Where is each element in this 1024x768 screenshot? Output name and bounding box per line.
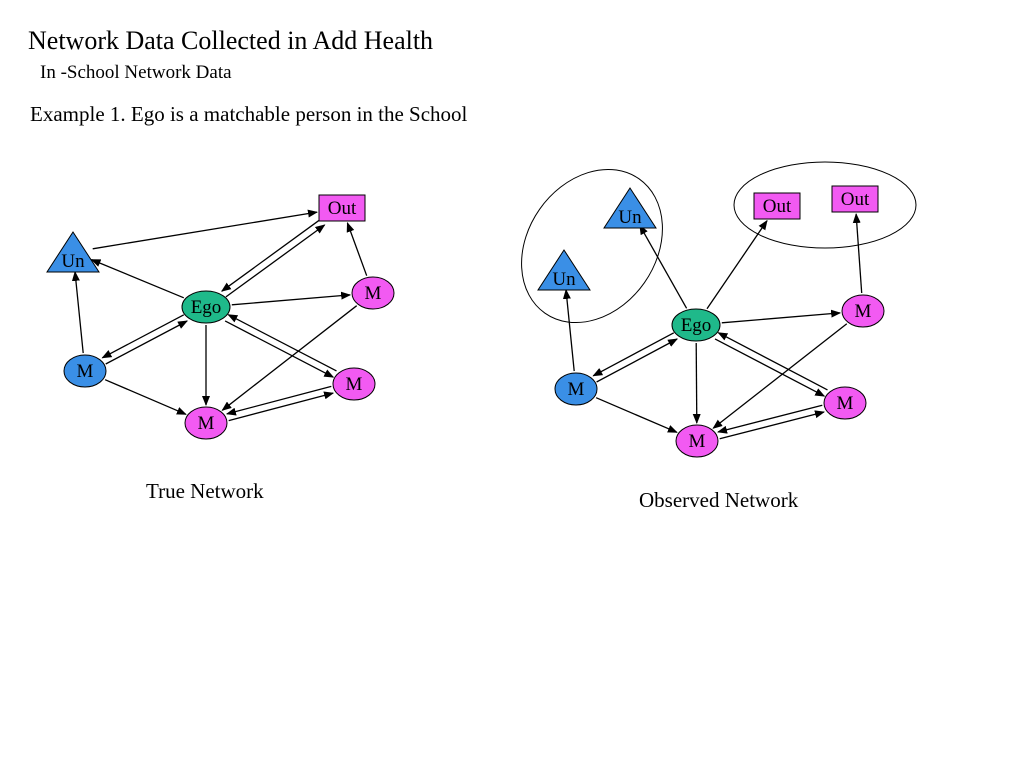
node-m_bottom_right: M [332, 367, 376, 401]
edge-ego-to-m_right [231, 291, 352, 306]
example-description: Example 1. Ego is a matchable person in … [30, 102, 468, 126]
node-un: Un [46, 231, 100, 273]
edge-layer [562, 213, 863, 440]
node-m_bottom-label: M [689, 431, 706, 452]
node-out_right-label: Out [841, 189, 870, 210]
node-m_bottom_right-label: M [346, 374, 363, 395]
observed-network-caption: Observed Network [639, 488, 799, 512]
edge-m_right-to-out_right [852, 213, 863, 294]
node-m_right: M [841, 294, 885, 328]
node-m_bottom: M [675, 424, 719, 458]
node-ego-label: Ego [191, 297, 222, 318]
edge-m_bottom_right-to-ego [717, 332, 828, 391]
edge-m_right-to-out [346, 221, 368, 276]
node-m_left: M [63, 354, 107, 388]
edge-m_bottom-to-m_bottom_right [228, 391, 335, 422]
edge-m_bottom-to-m_bottom_right [719, 410, 825, 440]
node-un_top-shape [603, 187, 657, 229]
edge-m_right-to-m_bottom [221, 305, 358, 411]
node-m_bottom-shape [675, 424, 719, 458]
edge-m_left-to-ego [596, 338, 678, 383]
node-ego-label: Ego [681, 315, 712, 336]
unmatchable-group-outline [521, 168, 663, 324]
node-m_bottom_right: M [823, 386, 867, 420]
node-m_bottom_right-label: M [837, 393, 854, 414]
edge-m_left-to-m_bottom [595, 397, 678, 433]
node-un_top: Un [603, 187, 657, 229]
edge-ego-to-m_bottom_right [224, 320, 335, 378]
node-m_right-shape [841, 294, 885, 328]
node-m_left-label: M [568, 379, 585, 400]
edge-ego-to-m_left [592, 332, 675, 377]
edge-m_bottom_right-to-m_bottom [225, 385, 332, 416]
node-out_left-label: Out [763, 196, 792, 217]
node-out_left-shape [753, 192, 801, 220]
node-m_right-label: M [365, 283, 382, 304]
edge-m_left-to-un_left [562, 288, 575, 372]
node-out_right-shape [831, 185, 879, 213]
node-un-label: Un [61, 251, 85, 272]
node-m_left-shape [554, 372, 598, 406]
edge-ego-to-m_bottom [692, 342, 701, 424]
edge-un-to-out [92, 209, 318, 250]
edge-ego-to-un_top [639, 224, 688, 309]
edge-ego-to-m_bottom_right [714, 338, 826, 397]
node-m_bottom_right-shape [823, 386, 867, 420]
node-out_right: Out [831, 185, 879, 213]
edge-ego-to-out_left [706, 219, 768, 310]
outside-group-outline [733, 161, 917, 249]
node-un_left: Un [537, 249, 591, 291]
edge-m_left-to-m_bottom [104, 379, 187, 415]
edge-m_left-to-un [71, 270, 84, 354]
node-un-shape [46, 231, 100, 273]
edge-out-to-ego [220, 218, 321, 292]
slide-title: Network Data Collected in Add Health [28, 26, 434, 55]
node-ego: Ego [671, 308, 721, 342]
edge-m_right-to-m_bottom [712, 323, 848, 429]
node-un_left-shape [537, 249, 591, 291]
node-out-shape [318, 194, 366, 222]
true-network-caption: True Network [146, 479, 264, 503]
slide-subtitle: In -School Network Data [40, 62, 232, 83]
edge-ego-to-m_right [721, 309, 842, 324]
node-m_right-shape [351, 276, 395, 310]
edge-ego-to-m_left [101, 314, 185, 359]
edge-m_bottom_right-to-m_bottom [717, 404, 823, 434]
edge-m_bottom_right-to-ego [227, 314, 337, 372]
node-out-label: Out [328, 198, 357, 219]
node-m_bottom-shape [184, 406, 228, 440]
node-out: Out [318, 194, 366, 222]
node-un_top-label: Un [618, 207, 642, 228]
node-m_bottom: M [184, 406, 228, 440]
node-m_left-shape [63, 354, 107, 388]
node-m_right-label: M [855, 301, 872, 322]
node-m_left-label: M [77, 361, 94, 382]
node-out_left: Out [753, 192, 801, 220]
node-m_left: M [554, 372, 598, 406]
edge-ego-to-un [90, 258, 185, 299]
node-ego-shape [671, 308, 721, 342]
node-m_bottom_right-shape [332, 367, 376, 401]
edge-ego-to-out [225, 224, 326, 298]
node-un_left-label: Un [552, 269, 576, 290]
node-ego: Ego [181, 290, 231, 324]
node-m_right: M [351, 276, 395, 310]
node-ego-shape [181, 290, 231, 324]
edge-layer [71, 209, 368, 422]
edge-m_left-to-ego [105, 320, 188, 365]
node-m_bottom-label: M [198, 413, 215, 434]
